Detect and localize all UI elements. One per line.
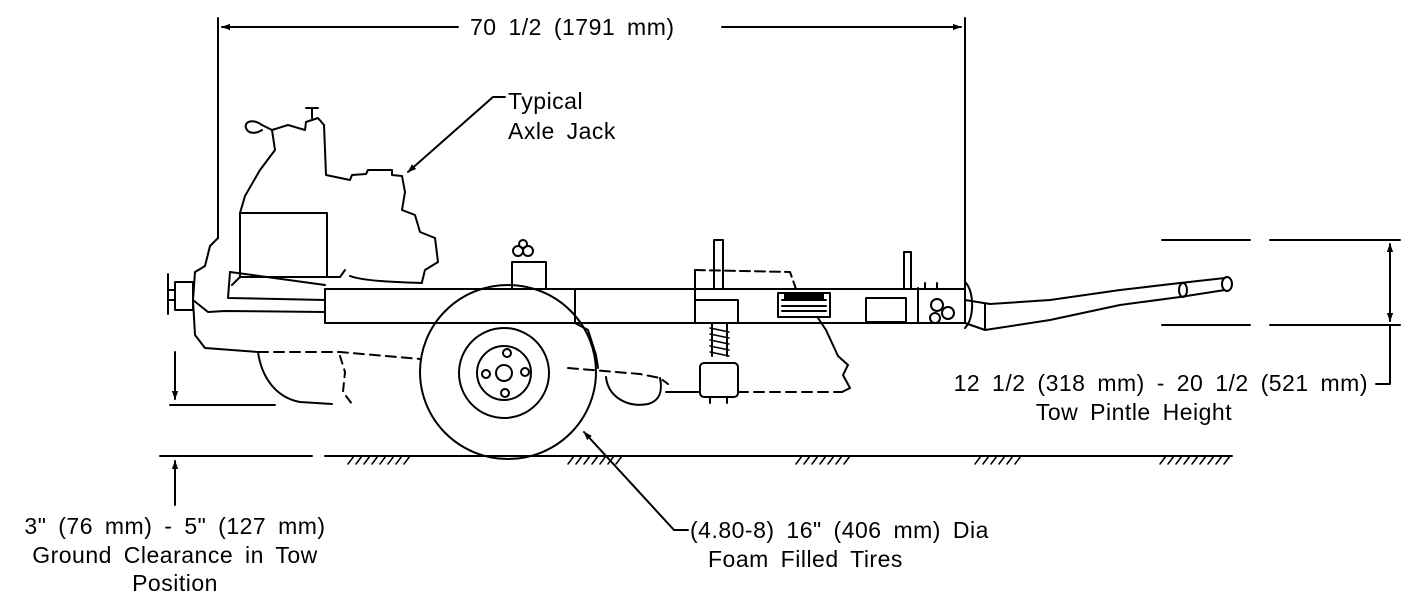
pintle-height-dimension <box>1161 239 1401 385</box>
frame-posts <box>665 239 912 404</box>
wheel <box>419 284 597 460</box>
tires-label-line2: Foam Filled Tires <box>708 546 903 572</box>
pintle-height-label-line1: 12 1/2 (318 mm) - 20 1/2 (521 mm) <box>953 370 1368 396</box>
trailer-frame <box>167 237 974 405</box>
tow-bar <box>964 276 1233 331</box>
ground-clearance-dimension <box>159 351 313 506</box>
leader-lines <box>407 96 689 531</box>
axle-jack <box>231 107 439 286</box>
axle-jack-label-line2: Axle Jack <box>508 118 616 144</box>
ground-clearance-label-line2: Ground Clearance in Tow <box>32 542 318 568</box>
axle-jack-label-line1: Typical <box>508 88 584 114</box>
underframe <box>567 322 669 406</box>
pintle-height-label-line2: Tow Pintle Height <box>1035 399 1233 425</box>
valve-block <box>511 239 547 290</box>
ground-line <box>324 455 1233 465</box>
ground-clearance-label-line1: 3" (76 mm) - 5" (127 mm) <box>24 513 326 539</box>
data-plate-label <box>784 294 824 299</box>
tires-label-line1: (4.80-8) 16" (406 mm) Dia <box>690 517 989 543</box>
overall-length-label: 70 1/2 (1791 mm) <box>470 14 675 40</box>
ground-clearance-label-line3: Position <box>132 570 218 596</box>
overall-length-dimension <box>217 17 966 283</box>
